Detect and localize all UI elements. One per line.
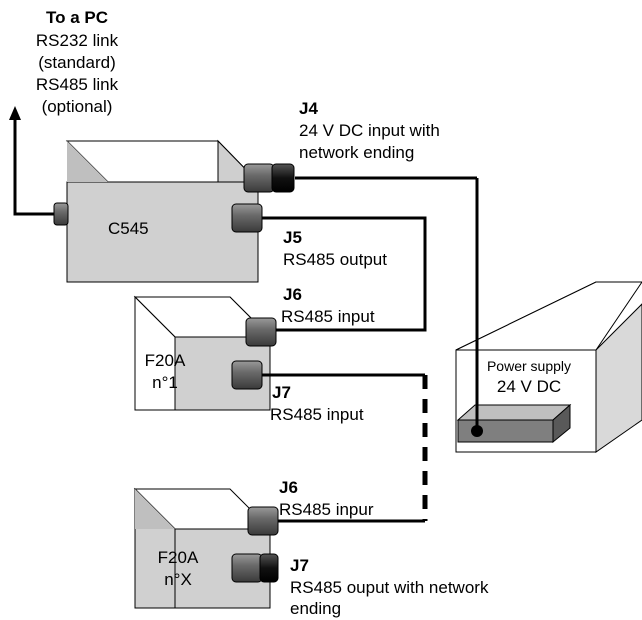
j4-connector bbox=[243, 163, 295, 193]
j4-desc-line1: 24 V DC input with bbox=[299, 121, 440, 140]
j6-1-connector bbox=[245, 317, 277, 347]
j4-desc-line2: network ending bbox=[299, 143, 415, 162]
power-supply-voltage: 24 V DC bbox=[496, 377, 562, 396]
f20a-x-number: n°X bbox=[164, 570, 192, 589]
j7-1-connector bbox=[231, 360, 263, 390]
c545-box: C545 bbox=[65, 139, 260, 283]
f20a-x-name: F20A bbox=[157, 548, 199, 567]
j7-x-desc-line1: RS485 ouput with network bbox=[290, 578, 489, 597]
pc-standard-text: (standard) bbox=[38, 53, 116, 72]
j6-1-desc: RS485 input bbox=[281, 307, 375, 326]
j5-desc: RS485 output bbox=[283, 250, 387, 269]
j7-1-id: J7 bbox=[272, 383, 291, 402]
j6-1-id: J6 bbox=[283, 285, 302, 304]
j7-x-id: J7 bbox=[290, 556, 309, 575]
j4-id: J4 bbox=[299, 99, 318, 118]
pc-rs232-text: RS232 link bbox=[35, 31, 119, 50]
j5-id: J5 bbox=[283, 228, 302, 247]
j7-x-desc-line2: ending bbox=[290, 599, 342, 618]
j6-x-id: J6 bbox=[279, 478, 298, 497]
j7-x-connector bbox=[231, 553, 279, 583]
j5-connector bbox=[231, 203, 263, 233]
power-supply-box bbox=[455, 281, 642, 453]
f20a-1-name: F20A bbox=[144, 351, 186, 370]
j7-1-desc: RS485 input bbox=[270, 405, 364, 424]
pc-rs485-text: RS485 link bbox=[35, 75, 119, 94]
c545-pc-connector bbox=[53, 202, 69, 226]
pc-optional-text: (optional) bbox=[41, 97, 113, 116]
pc-title: To a PC bbox=[45, 8, 109, 27]
f20a-x-box bbox=[133, 487, 272, 609]
pc-link-arrow bbox=[9, 106, 56, 216]
wires bbox=[262, 176, 483, 523]
c545-label: C545 bbox=[108, 219, 149, 238]
j6-x-connector bbox=[247, 506, 279, 536]
j6-x-desc: RS485 inpur bbox=[279, 500, 374, 519]
f20a-1-number: n°1 bbox=[152, 373, 178, 392]
power-supply-label: Power supply bbox=[486, 358, 572, 374]
